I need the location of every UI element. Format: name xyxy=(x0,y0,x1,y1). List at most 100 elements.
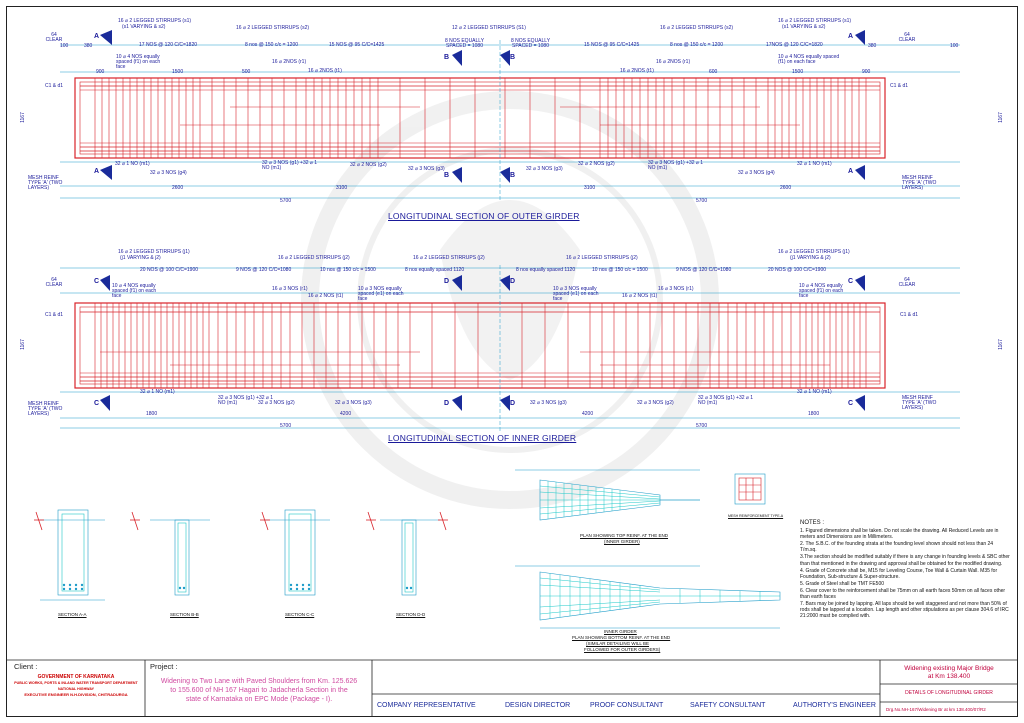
inner-c1d1-left: C1 & d1 xyxy=(45,312,64,318)
inner-clear-right: 64 CLEAR xyxy=(898,277,916,288)
inner-height-left: 1167 xyxy=(19,339,26,350)
section-tag-a2-top: A xyxy=(848,33,854,40)
outer-clear-left: 64 CLEAR xyxy=(45,32,63,43)
inner-bar-note-top-1: 10 ⌀ 4 NOS equally spaced (f1) on each f… xyxy=(112,283,157,299)
signatory-proof-consultant: PROOF CONSULTANT xyxy=(590,702,664,709)
plan-bottom-reinf xyxy=(515,565,781,629)
plan-bottom-title: INNER GIRDER xyxy=(604,629,637,634)
section-tag-b-bottom: B xyxy=(444,172,450,179)
outer-spacing-8: 17NOS @ 120 C/C=1820 xyxy=(766,42,823,48)
signatory-company-rep: COMPANY REPRESENTATIVE xyxy=(377,702,476,709)
inner-bar-note-bottom-2: 32 ⌀ 3 NOS (g1) +32 ⌀ 1 NO (m1) xyxy=(218,395,274,406)
inner-overall-1: 5700 xyxy=(280,423,292,429)
section-b-label: SECTION B-B xyxy=(170,612,199,617)
outer-girder-drawing xyxy=(60,30,960,200)
outer-spacing-5: 8 NOS EQUALLY SPACED = 1080 xyxy=(510,38,551,49)
section-a-label: SECTION A-A xyxy=(58,612,87,617)
outer-spacing-3: 15 NOS @ 95 C/C=1425 xyxy=(329,42,385,48)
inner-spacing-2: 9 NOS @ 120 C/C=1080 xyxy=(236,267,292,273)
notes-heading: NOTES : xyxy=(800,520,825,526)
inner-bar-note-bottom-1: 32 ⌀ 1 NO (m1) xyxy=(140,389,175,395)
inner-bar-note-bottom-4: 32 ⌀ 3 NOS (g3) xyxy=(335,400,372,406)
outer-dim-bottom-2: 3100 xyxy=(336,185,348,191)
outer-dim-bottom-4: 2600 xyxy=(780,185,792,191)
outer-spacing-7: 8 nos @ 150 c/c = 1200 xyxy=(670,42,724,48)
outer-bar-note-bottom-2: 32 ⌀ 3 NOS (g4) xyxy=(150,170,187,176)
inner-girder-drawing xyxy=(60,265,960,432)
outer-dim-top: 100 xyxy=(60,43,69,49)
plan-top-subtitle: (INNER GIRDER) xyxy=(604,539,640,544)
note-item: 2. The S.B.C. of the founding strata at … xyxy=(800,541,994,554)
signatory-authority-engineer: AUTHORTY'S ENGINEER xyxy=(793,702,876,709)
inner-stirrup-label-5: 16 ⌀ 2 LEGGED STIRRUPS (j1) xyxy=(778,249,850,255)
outer-bar-note-bottom-10: 32 ⌀ 1 NO (m1) xyxy=(797,161,832,167)
outer-stirrup-label-3: 12 ⌀ 2 LEGGED STIRRUPS (S1) xyxy=(452,25,526,31)
subject-line: Widening existing Major Bridge xyxy=(904,665,994,672)
outer-bar-note-bottom-7: 32 ⌀ 2 NOS (g2) xyxy=(578,161,615,167)
outer-bar-note-bottom-1: 32 ⌀ 1 NO (m1) xyxy=(115,161,150,167)
outer-bar-note-bottom-9: 32 ⌀ 3 NOS (g4) xyxy=(738,170,775,176)
outer-mesh-right: MESH REINF TYPE 'A' (TWO LAYERS) xyxy=(902,175,937,191)
outer-spacing-1: 17 NOS @ 120 C/C=1820 xyxy=(139,42,198,48)
project-line: to 155.600 of NH 167 Hagari to Jadacherl… xyxy=(170,687,348,694)
drawing-number: Drg.No.NH-167/Widening Br at km 138.400/… xyxy=(886,707,986,712)
inner-bar-note-top-8: 10 ⌀ 4 NOS equally spaced (f1) on each f… xyxy=(799,283,844,299)
outer-stirrup-label-5: 16 ⌀ 2 LEGGED STIRRUPS (s1) xyxy=(778,18,852,24)
inner-height-right: 1167 xyxy=(997,339,1004,350)
section-d-label: SECTION D-D xyxy=(396,612,426,617)
section-tag-c2-bottom: C xyxy=(848,400,854,407)
outer-dim-top: 1500 xyxy=(792,69,804,75)
note-item: 5. Grade of Steel shall be TMT FE500 xyxy=(800,580,885,587)
plan-bottom-line-3: (SIMILAR DETAILING WILL BE xyxy=(586,641,650,646)
section-tag-d2-top: D xyxy=(510,278,516,285)
outer-dim-top: 500 xyxy=(242,69,251,75)
outer-spacing-4: 8 NOS EQUALLY SPACED = 1080 xyxy=(444,38,485,49)
outer-overall-1: 5700 xyxy=(280,198,292,204)
section-tag-a-top: A xyxy=(94,33,100,40)
cross-sections xyxy=(40,509,440,601)
project-label: Project : xyxy=(150,662,178,671)
section-tag-a-bottom: A xyxy=(94,168,100,175)
outer-stirrup-label-5b: (s1 VARYING & s2) xyxy=(782,24,826,30)
project-line: state of Karnataka on EPC Mode (Package … xyxy=(185,696,333,703)
inner-spacing-4: 8 nos equally spaced 1120 xyxy=(405,267,465,273)
signatory-safety-consultant: SAFETY CONSULTANT xyxy=(690,702,766,709)
inner-spacing-7: 9 NOS @ 120 C/C=1080 xyxy=(676,267,732,273)
mesh-type-label: MESH REINFORCEMENT TYPE-A xyxy=(728,514,784,518)
outer-stirrup-label-1b: (s1 VARYING & s2) xyxy=(122,24,166,30)
outer-bar-note-top-6: 10 ⌀ 4 NOS equally spaced (f1) on each f… xyxy=(778,54,840,65)
plan-bottom-line-4: FOLLOWED FOR OUTER GIRDERS) xyxy=(584,647,661,652)
outer-spacing-6: 15 NOS @ 95 C/C=1425 xyxy=(584,42,640,48)
outer-bar-note-bottom-6: 32 ⌀ 3 NOS (g3) xyxy=(526,166,563,172)
inner-bar-note-bottom-8: 32 ⌀ 1 NO (m1) xyxy=(797,389,832,395)
inner-dim-bottom-1: 1800 xyxy=(146,411,158,417)
inner-bar-note-bottom-3: 32 ⌀ 3 NOS (g2) xyxy=(258,400,295,406)
inner-spacing-6: 10 nos @ 150 c/c = 1500 xyxy=(592,267,648,273)
outer-dim-bottom-3: 3100 xyxy=(584,185,596,191)
gov-line: NATIONAL HIGHWAY xyxy=(57,687,95,691)
inner-bar-note-top-2: 16 ⌀ 3 NOS (r1) xyxy=(272,286,308,292)
note-item: 1. Figured dimensions shall be taken. Do… xyxy=(800,528,999,541)
gov-line: EXECUTIVE ENGINEER N.H.DIVISION, CHITRAD… xyxy=(24,692,128,697)
inner-stirrup-label-3: 16 ⌀ 2 LEGGED STIRRUPS (j2) xyxy=(413,255,485,261)
drawing-subject: Widening existing Major Bridge at Km 138… xyxy=(882,665,1016,681)
outer-overall-2: 5700 xyxy=(696,198,708,204)
outer-bar-note-bottom-3: 32 ⌀ 3 NOS (g1) +32 ⌀ 1 NO (m1) xyxy=(262,160,318,171)
inner-bar-note-top-7: 16 ⌀ 3 NOS (r1) xyxy=(658,286,694,292)
section-tag-b-top: B xyxy=(444,54,450,61)
outer-height-left: 1167 xyxy=(19,112,26,123)
outer-height-right: 1167 xyxy=(997,112,1004,123)
outer-c1d1-left: C1 & d1 xyxy=(45,83,64,89)
inner-mesh-right: MESH REINF TYPE 'A' (TWO LAYERS) xyxy=(902,395,937,411)
inner-bar-note-top-4: 10 ⌀ 3 NOS equally spaced (e1) on each f… xyxy=(358,286,404,302)
outer-spacing-2: 8 nos @ 150 c/c = 1200 xyxy=(245,42,299,48)
inner-stirrup-label-1: 16 ⌀ 2 LEGGED STIRRUPS (j1) xyxy=(118,249,190,255)
outer-dim-top: 100 xyxy=(950,43,959,49)
gov-line: PUBLIC WORKS, PORTS & INLAND WATER TRANS… xyxy=(14,681,138,685)
inner-stirrup-label-4: 16 ⌀ 2 LEGGED STIRRUPS (j2) xyxy=(566,255,638,261)
outer-dim-top: 900 xyxy=(862,69,871,75)
section-tag-b2-bottom: B xyxy=(510,172,516,179)
inner-bar-note-top-6: 16 ⌀ 2 NOS (t1) xyxy=(622,293,658,299)
inner-stirrup-label-2: 16 ⌀ 2 LEGGED STIRRUPS (j2) xyxy=(278,255,350,261)
plan-top-reinf xyxy=(515,469,700,521)
